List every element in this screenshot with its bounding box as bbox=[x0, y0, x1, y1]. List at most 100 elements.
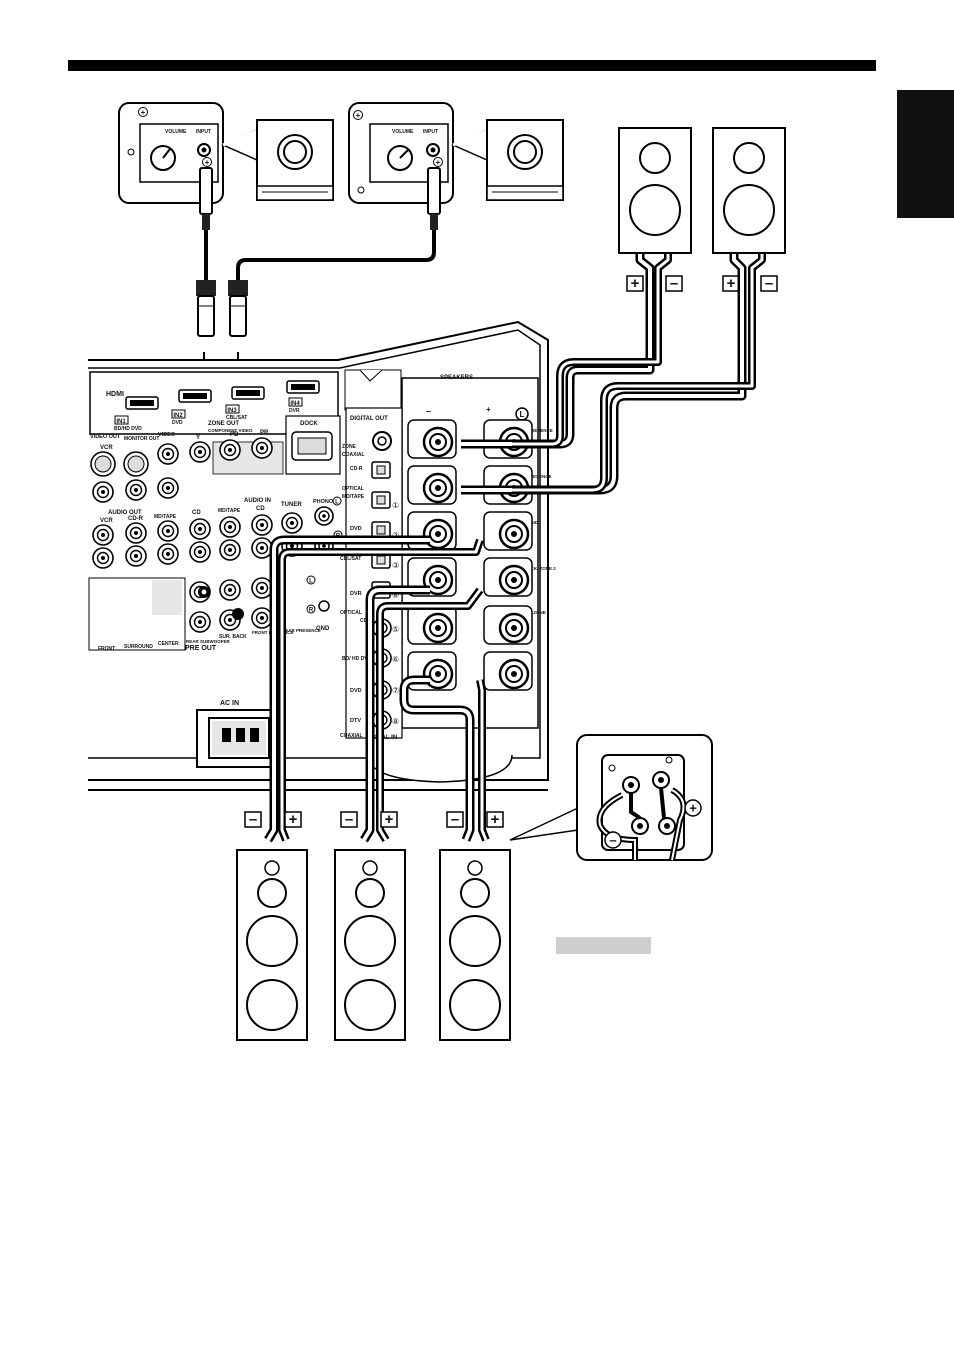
rca-jack[interactable] bbox=[219, 579, 241, 601]
rca-jack[interactable] bbox=[157, 477, 179, 499]
rca-jack[interactable] bbox=[125, 545, 147, 567]
hdmi-in2-badge: IN2 bbox=[173, 413, 183, 419]
s-video-jack[interactable] bbox=[123, 451, 149, 477]
rca-jack[interactable] bbox=[92, 547, 114, 569]
rca-jack[interactable] bbox=[219, 539, 241, 561]
speaker-rear-presence-left bbox=[618, 127, 692, 254]
rca-jack[interactable] bbox=[219, 439, 241, 461]
pre-out-label: PRE OUT bbox=[185, 645, 217, 652]
speaker-front bbox=[439, 849, 511, 1041]
speaker-binding-post[interactable] bbox=[483, 557, 533, 597]
terminal-l-label: L bbox=[520, 410, 525, 419]
zone-label: ZONE bbox=[342, 444, 357, 450]
plus-mark: + bbox=[289, 811, 298, 828]
rear-presence-label: REAR PRESENCE bbox=[282, 628, 321, 633]
optical-jack[interactable] bbox=[371, 491, 391, 509]
audio-cd-label: CD bbox=[192, 510, 201, 516]
rca-jack[interactable] bbox=[189, 518, 211, 540]
num-7: ⑦ bbox=[392, 686, 399, 695]
num-1: ① bbox=[392, 501, 399, 510]
input-label: INPUT bbox=[196, 129, 211, 135]
audio-in-cd-label: CD bbox=[256, 506, 265, 512]
detail-minus-mark: – bbox=[609, 833, 616, 848]
digital-out-label: DIGITAL OUT bbox=[350, 416, 388, 422]
rca-jack[interactable] bbox=[125, 522, 147, 544]
monitor-out-label: MONITOR OUT bbox=[124, 436, 159, 442]
wires-top bbox=[461, 254, 766, 495]
plus-mark: + bbox=[631, 275, 640, 292]
digital-mdtape-label: MD/TAPE bbox=[342, 494, 365, 500]
gnd-terminal[interactable] bbox=[318, 600, 330, 612]
speaker-binding-post[interactable] bbox=[407, 419, 457, 459]
rca-jack[interactable] bbox=[125, 479, 147, 501]
rca-jack[interactable] bbox=[251, 577, 273, 599]
phono-label: PHONO bbox=[313, 499, 334, 505]
tuner-label: TUNER bbox=[281, 502, 302, 508]
optical-jack[interactable] bbox=[371, 461, 391, 479]
sur-back-label: SUR. BACK bbox=[219, 634, 247, 640]
speaker-binding-post[interactable] bbox=[483, 605, 533, 645]
svg-text:+: + bbox=[141, 108, 146, 117]
rca-jack[interactable] bbox=[157, 543, 179, 565]
num-6: ⑥ bbox=[392, 655, 399, 664]
rear-subwoofer-label: REAR SUBWOOFER bbox=[186, 639, 231, 644]
dtv-label: DTV bbox=[350, 718, 361, 724]
speaker-binding-post[interactable] bbox=[407, 557, 457, 597]
hdmi-in1-name: BD/HD DVD bbox=[114, 426, 142, 432]
rca-jack[interactable] bbox=[92, 481, 114, 503]
speaker-binding-post[interactable] bbox=[483, 465, 533, 505]
component-video-label: COMPONENT VIDEO bbox=[208, 428, 253, 433]
bd-hd-dvd-label: BD/ HD DVD bbox=[342, 656, 372, 662]
digital-cd-label: CD bbox=[360, 618, 368, 624]
speaker-rear-presence-right bbox=[712, 127, 786, 254]
subwoofer-1: + VOLUME INPUT + bbox=[118, 102, 334, 204]
num-3: ③ bbox=[392, 561, 399, 570]
hdmi-in2-name: DVD bbox=[172, 420, 183, 426]
num-5: ⑤ bbox=[392, 625, 399, 634]
input-label: INPUT bbox=[423, 129, 438, 135]
rca-jack[interactable] bbox=[189, 611, 211, 633]
rca-jack[interactable] bbox=[281, 512, 303, 534]
speaker-binding-post[interactable] bbox=[483, 511, 533, 551]
volume-label: VOLUME bbox=[392, 129, 414, 135]
minus-mark: – bbox=[345, 811, 353, 828]
audio-out-cdr-label: CD-R bbox=[128, 516, 144, 522]
rca-jack[interactable] bbox=[189, 541, 211, 563]
speaker-binding-post[interactable] bbox=[407, 465, 457, 505]
surround-label: SURROUND bbox=[124, 644, 153, 650]
svg-text:+: + bbox=[356, 111, 361, 120]
rca-jack[interactable] bbox=[157, 443, 179, 465]
speaker-binding-post[interactable] bbox=[407, 605, 457, 645]
hdmi-title: HDMI bbox=[106, 391, 124, 398]
terminal-sur-back-label: SUR. BACK/ ZONE 2 bbox=[512, 566, 556, 571]
s-video-jack[interactable] bbox=[90, 451, 116, 477]
minus-mark: – bbox=[670, 275, 678, 292]
vcr-label: VCR bbox=[100, 445, 113, 451]
rca-jack[interactable] bbox=[251, 514, 273, 536]
plus-mark: + bbox=[491, 811, 500, 828]
rca-jack[interactable] bbox=[92, 524, 114, 546]
hdmi-section: HDMI IN1 BD/HD DVD IN2 DVD IN3 CBL/SAT I… bbox=[106, 380, 320, 432]
volume-label: VOLUME bbox=[165, 129, 187, 135]
hdmi-in3-badge: IN3 bbox=[227, 408, 237, 414]
hdmi-in3-name: CBL/SAT bbox=[226, 415, 247, 421]
rca-jack[interactable] bbox=[251, 607, 273, 629]
header-bar bbox=[68, 60, 876, 71]
rca-jack[interactable] bbox=[157, 520, 179, 542]
rca-jack[interactable] bbox=[251, 537, 273, 559]
detail-plus-mark: + bbox=[689, 801, 697, 816]
rca-jack[interactable] bbox=[189, 441, 211, 463]
speaker-binding-post[interactable] bbox=[483, 651, 533, 691]
video-label: VIDEO bbox=[158, 432, 176, 438]
audio-in-label: AUDIO IN bbox=[244, 498, 271, 504]
digital-section: DIGITAL OUT ZONE COAXIAL CD-R OPTICAL MD… bbox=[340, 416, 399, 741]
terminal-rear-presence-label: REAR PRESENCE bbox=[514, 428, 553, 433]
digital-cblsat-label: CBL/SAT bbox=[340, 556, 361, 562]
rca-jack[interactable] bbox=[251, 437, 273, 459]
preout-plugs bbox=[198, 586, 244, 620]
rca-jack[interactable] bbox=[314, 506, 334, 526]
polarity-marks-top: + – + – bbox=[626, 275, 778, 292]
rca-jack[interactable] bbox=[219, 516, 241, 538]
speaker-binding-post[interactable] bbox=[483, 419, 533, 459]
